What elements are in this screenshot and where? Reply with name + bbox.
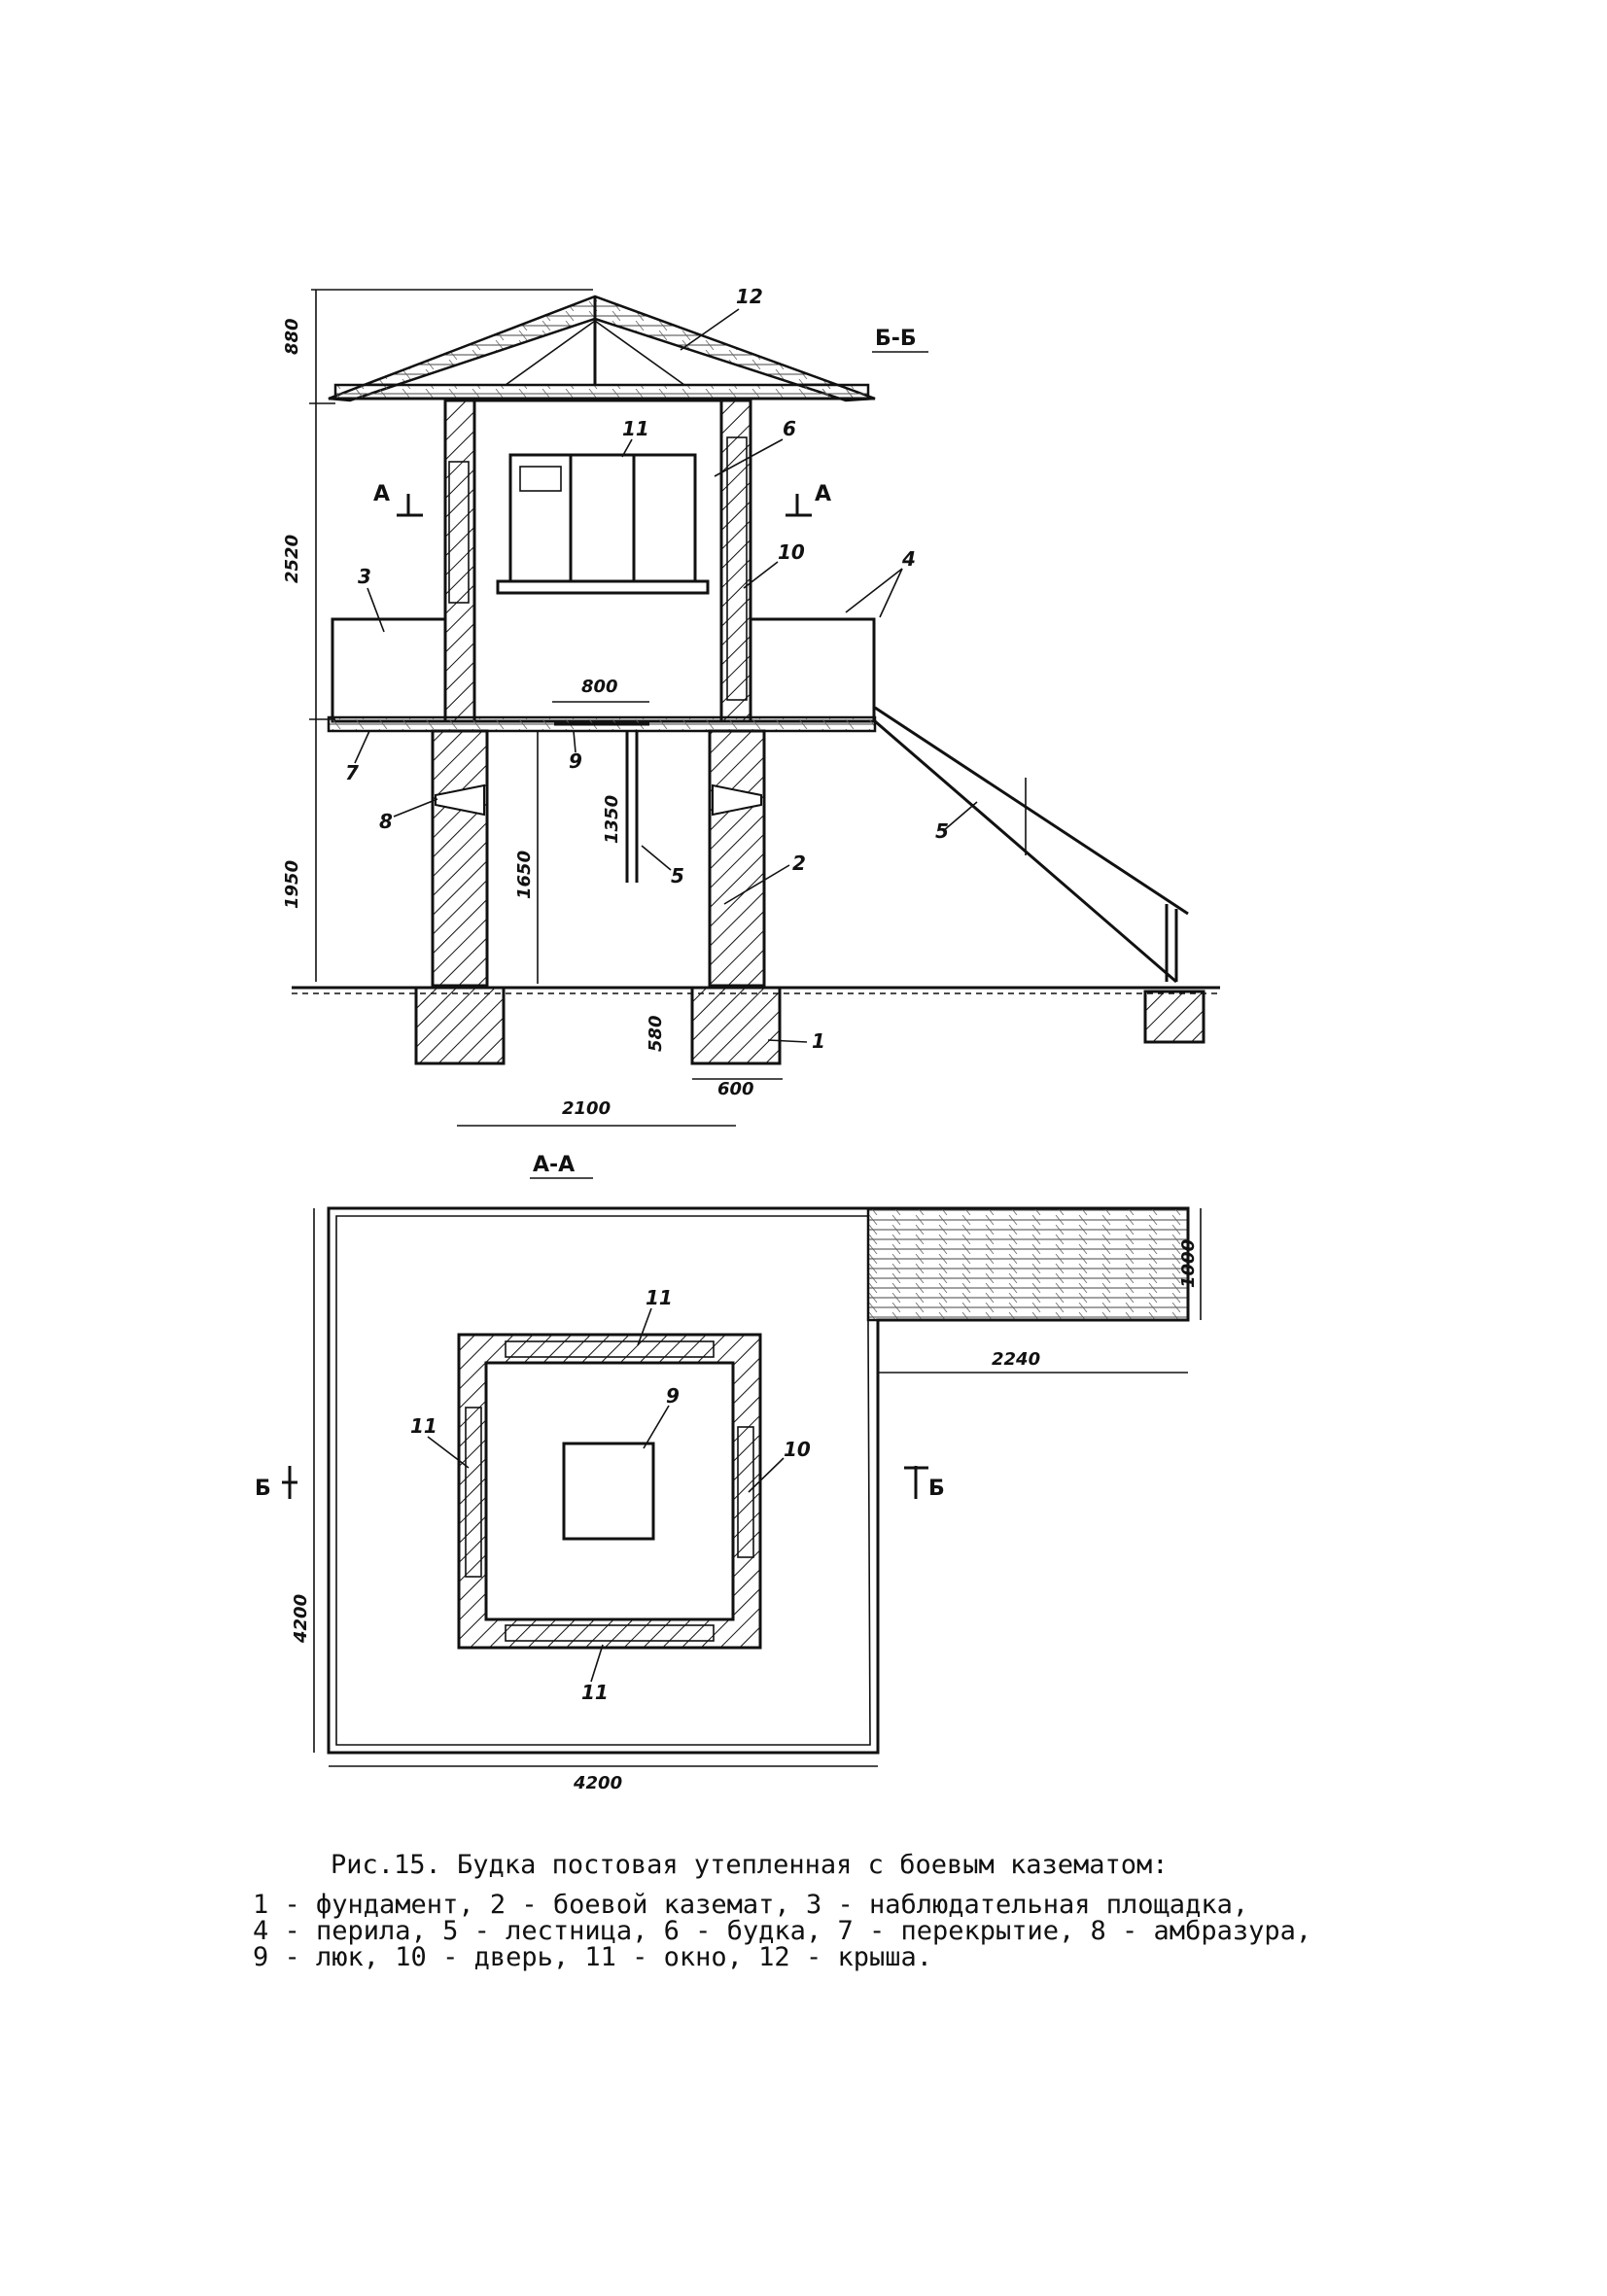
- leader-window-top: [637, 1307, 652, 1346]
- leader-window-bottom: [590, 1644, 604, 1683]
- dim-booth-height: 2520: [282, 535, 302, 583]
- door-plan: [737, 1426, 754, 1558]
- callout-window: 11: [622, 417, 649, 440]
- dim-plan-height: 4200: [291, 1594, 311, 1644]
- door: [726, 436, 748, 701]
- window-frame: [508, 453, 697, 583]
- callout-platform: 3: [358, 565, 371, 588]
- dim-ladder-height: 1350: [602, 795, 622, 844]
- leader-window: [621, 438, 633, 458]
- callout-door-plan: 10: [784, 1438, 811, 1461]
- callout-roof: 12: [736, 285, 763, 308]
- section-aa-title: А-А: [533, 1153, 575, 1177]
- dim-foundation-width: 600: [717, 1079, 754, 1099]
- leader-door: [743, 561, 779, 589]
- hatch-plan: [562, 1442, 655, 1541]
- dim-foundation-depth: 580: [646, 1015, 666, 1052]
- leader-door-plan: [748, 1457, 785, 1493]
- leader-embrasure: [393, 798, 438, 818]
- callout-window-bottom: 11: [581, 1681, 609, 1704]
- leader-ladder: [641, 845, 672, 871]
- leader-booth: [714, 438, 784, 477]
- dim-casemate-inner: 1650: [514, 851, 535, 899]
- leader-foundation: [767, 1039, 808, 1043]
- caption-line-3: 9 - люк, 10 - дверь, 11 - окно, 12 - кры…: [253, 1942, 932, 1972]
- leader-roof: [680, 308, 740, 351]
- callout-window-left: 11: [410, 1414, 437, 1438]
- cut-mark-b-right: Б: [928, 1477, 945, 1501]
- window-vent: [519, 466, 562, 492]
- dim-hatch-width: 800: [581, 677, 618, 697]
- callout-embrasure: 8: [379, 810, 393, 833]
- roof-strut-right: [594, 320, 685, 386]
- window-sill: [496, 579, 710, 595]
- callout-slab: 7: [345, 761, 359, 784]
- cut-mark-b-left: Б: [255, 1477, 271, 1501]
- stair-foundation: [1143, 990, 1205, 1044]
- plan-view: А-А 4200 4200 1000 2240 Б Б: [255, 1153, 1202, 1793]
- dim-plan-width: 4200: [573, 1773, 622, 1793]
- vertical-dimensions: 880 2520 1950 1650 1350 580: [282, 289, 666, 1052]
- dim-roof-height: 880: [282, 318, 302, 355]
- roof: [328, 295, 876, 402]
- figure-caption: Рис.15. Будка постовая утепленная с боев…: [253, 1852, 1419, 1970]
- callout-foundation: 1: [812, 1029, 825, 1053]
- callout-railing: 4: [901, 547, 916, 571]
- stair-treads: [866, 1206, 1190, 1322]
- handrail: [874, 706, 1189, 916]
- embrasure-right: [712, 783, 762, 817]
- leader-railing-1: [845, 568, 903, 613]
- window-top-plan: [505, 1340, 715, 1358]
- leader-platform: [367, 587, 385, 633]
- window-bottom-plan: [505, 1624, 715, 1642]
- foundation-left: [414, 986, 506, 1065]
- callout-window-top: 11: [646, 1286, 673, 1309]
- callout-door: 10: [778, 540, 805, 564]
- leader-hatch-plan: [643, 1405, 670, 1449]
- callout-hatch-plan: 9: [666, 1384, 680, 1408]
- leader-railing-2: [879, 568, 903, 618]
- booth-plan: [457, 1333, 762, 1650]
- embrasure-left: [435, 783, 485, 817]
- foundation-right: [690, 986, 782, 1065]
- leader-hatch: [573, 730, 576, 753]
- leader-stair: [942, 801, 978, 832]
- casemate-wall-left: [431, 729, 489, 988]
- elevation-view: Б-Б: [282, 285, 1220, 1127]
- dim-casemate-span: 2100: [562, 1098, 611, 1119]
- platform-railing-right: [749, 617, 876, 723]
- caption-line-2: 4 - перила, 5 - лестница, 6 - будка, 7 -…: [253, 1916, 1312, 1946]
- booth-wall-left: [443, 399, 476, 723]
- callout-stair: 5: [935, 819, 949, 843]
- dim-base-height: 1950: [282, 860, 302, 909]
- roof-eave: [333, 383, 870, 400]
- leader-window-left: [427, 1436, 470, 1469]
- callout-casemate: 2: [792, 852, 806, 875]
- dim-stair-width: 1000: [1178, 1239, 1199, 1288]
- cut-mark-a-left: А: [373, 482, 390, 506]
- leader-slab: [354, 730, 370, 764]
- leader-casemate: [723, 864, 790, 905]
- dim-stair-length: 2240: [992, 1349, 1040, 1370]
- booth-left-window: [448, 461, 470, 604]
- booth-plan-interior: [484, 1361, 735, 1621]
- callout-booth: 6: [783, 417, 796, 440]
- casemate-wall-right: [708, 729, 766, 988]
- window-left-plan: [465, 1407, 482, 1578]
- platform-inner-edge: [335, 1215, 871, 1746]
- roof-strut-left: [505, 320, 596, 386]
- section-bb-title: Б-Б: [875, 327, 917, 351]
- cut-mark-a-right: А: [815, 482, 831, 506]
- callout-hatch: 9: [569, 749, 582, 773]
- ladder: [625, 731, 639, 883]
- window: [496, 453, 710, 595]
- callout-ladder: 5: [671, 864, 684, 887]
- platform-railing-left: [331, 617, 447, 723]
- caption-line-1: 1 - фундамент, 2 - боевой каземат, 3 - н…: [253, 1890, 1249, 1920]
- caption-title: Рис.15. Будка постовая утепленная с боев…: [331, 1850, 1169, 1880]
- exterior-stair: [874, 706, 1189, 984]
